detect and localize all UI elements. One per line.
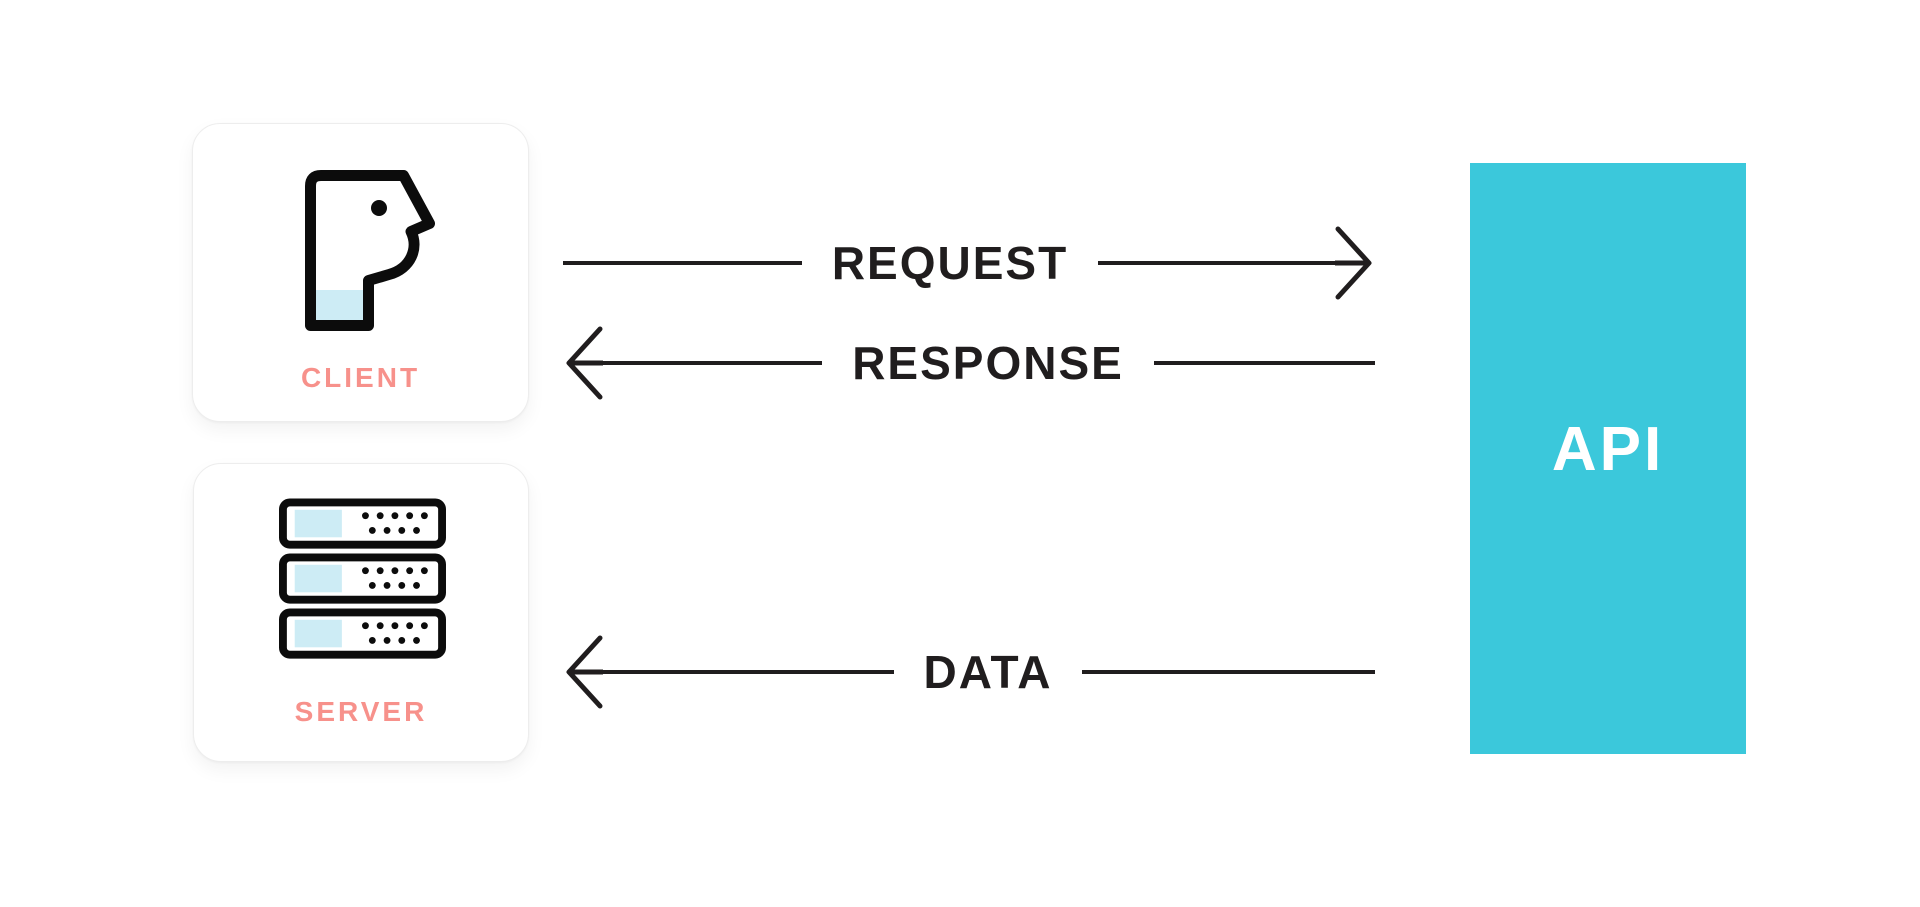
arrow-left-icon [566, 326, 603, 400]
response-arrow-label: RESPONSE [852, 337, 1124, 389]
arrow-right-icon [1335, 226, 1372, 300]
server-label: SERVER [294, 696, 428, 727]
server-rack-icon [279, 498, 446, 659]
response-line-right [1153, 361, 1376, 365]
data-arrow-label: DATA [923, 646, 1053, 698]
data-arrow: DATA [563, 632, 1375, 712]
response-arrow: RESPONSE [563, 323, 1376, 403]
person-face-icon [305, 170, 435, 331]
request-arrow: REQUEST [563, 223, 1375, 303]
client-label: CLIENT [300, 362, 421, 393]
arrow-left-icon [566, 635, 603, 709]
data-line-left [601, 670, 894, 674]
server-card: SERVER [193, 463, 529, 762]
request-arrow-label: REQUEST [831, 237, 1069, 289]
client-card: CLIENT [192, 123, 529, 422]
request-line-left [563, 261, 802, 265]
request-line-right [1098, 261, 1337, 265]
api-label: API [1551, 415, 1665, 484]
data-line-right [1082, 670, 1375, 674]
response-line-left [601, 361, 823, 365]
api-block: API [1470, 163, 1746, 754]
